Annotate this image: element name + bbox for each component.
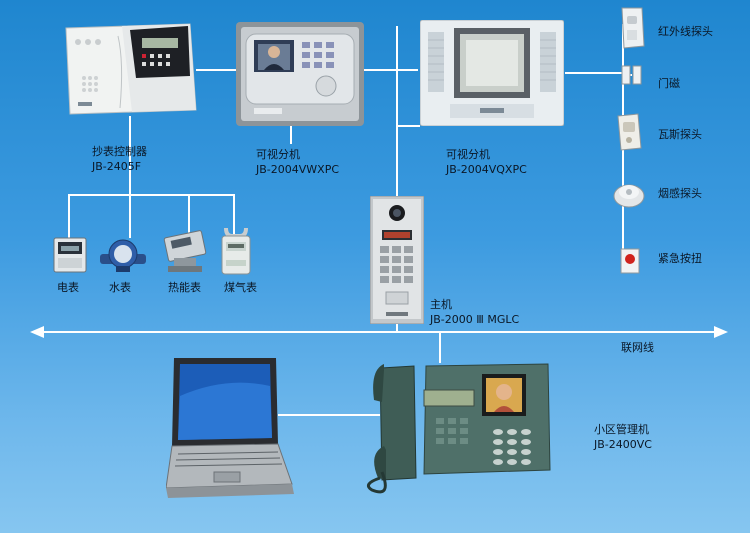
infrared-sensor-icon[interactable] (618, 6, 646, 50)
meter-controller-model: JB-2405F (92, 160, 142, 173)
top-bus-line (196, 69, 242, 71)
management-unit-name: 小区管理机 (594, 423, 649, 436)
video-unit-2-model: JB-2004VQXPC (446, 163, 527, 176)
sensor-bus-line (565, 72, 623, 74)
meter-branch-line (68, 194, 234, 196)
sensor-label-smoke: 烟感探头 (658, 187, 702, 200)
meter-branch-2 (129, 194, 131, 238)
sensor-label-emergency: 紧急按扭 (658, 252, 702, 265)
meter-controller-name: 抄表控制器 (92, 145, 147, 158)
main-to-network-line (396, 318, 398, 332)
main-unit-vertical-line (396, 26, 398, 196)
water-meter-icon[interactable] (100, 236, 146, 274)
sensor-label-infrared: 红外线探头 (658, 25, 713, 38)
meter-label-heat: 热能表 (168, 281, 201, 294)
main-unit-name: 主机 (430, 298, 452, 311)
video-unit1-drop (290, 124, 292, 144)
sensor-label-gas-detector: 瓦斯探头 (658, 128, 702, 141)
video-unit2-connector (396, 125, 420, 127)
video-unit-2-name: 可视分机 (446, 148, 490, 161)
meter-branch-4 (233, 194, 235, 234)
top-bus-line-2 (342, 69, 418, 71)
video-unit-1-name: 可视分机 (256, 148, 300, 161)
video-intercom-unit-icon[interactable] (236, 22, 364, 126)
meter-label-gas: 煤气表 (224, 281, 257, 294)
door-station-panel-icon[interactable] (370, 196, 424, 324)
emergency-button-icon[interactable] (620, 248, 640, 274)
meter-label-electric: 电表 (57, 281, 79, 294)
video-intercom-unit-white-icon[interactable] (420, 20, 564, 126)
laptop-computer-icon[interactable] (166, 356, 298, 498)
heat-meter-icon[interactable] (162, 230, 208, 274)
meter-drop-line (129, 116, 131, 194)
main-unit-model: JB-2000 Ⅲ MGLC (430, 313, 520, 326)
gas-detector-icon[interactable] (614, 112, 644, 152)
network-line (40, 331, 718, 333)
door-magnet-sensor-icon[interactable] (620, 64, 644, 86)
management-unit-model: JB-2400VC (594, 438, 652, 451)
management-console-phone-icon[interactable] (362, 360, 552, 498)
management-drop-line (439, 333, 441, 363)
meter-label-water: 水表 (109, 281, 131, 294)
meter-branch-3 (188, 194, 190, 234)
video-unit-1-model: JB-2004VWXPC (256, 163, 340, 176)
sensor-label-door-magnet: 门磁 (658, 77, 680, 90)
meter-controller-panel-icon[interactable] (62, 22, 197, 115)
laptop-connector-line (278, 414, 380, 416)
electric-meter-icon[interactable] (52, 236, 88, 274)
network-arrow-right-icon (714, 326, 728, 338)
network-label: 联网线 (621, 341, 654, 354)
smoke-detector-icon[interactable] (612, 178, 646, 210)
network-arrow-left-icon (30, 326, 44, 338)
gas-meter-icon[interactable] (218, 226, 254, 276)
meter-branch-1 (68, 194, 70, 238)
